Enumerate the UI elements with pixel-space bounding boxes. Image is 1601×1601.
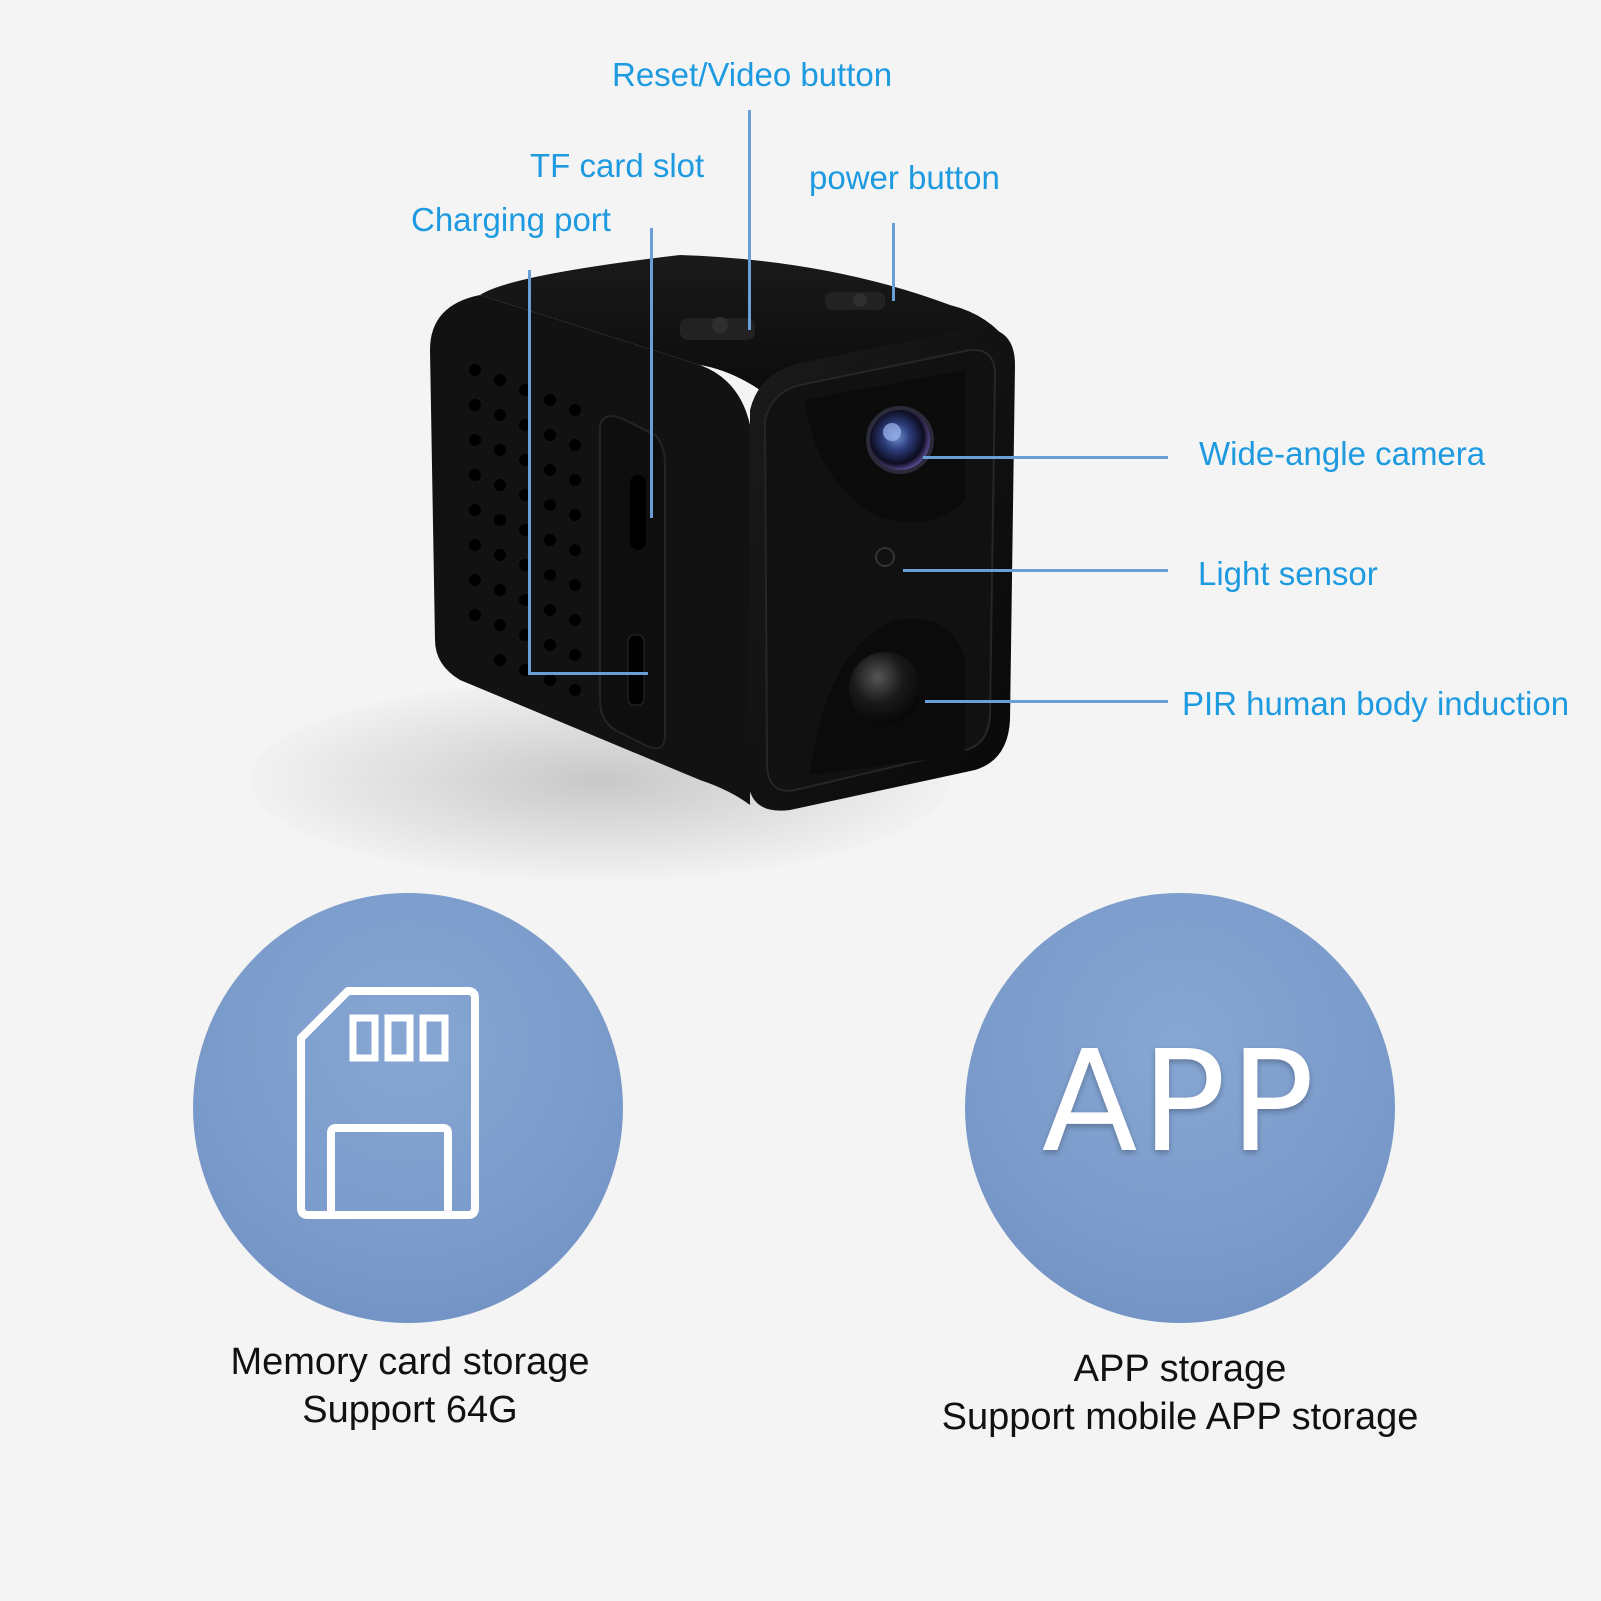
callout-wide-angle: Wide-angle camera [1199, 435, 1486, 472]
leader-wide-angle [923, 456, 1168, 459]
callout-light-sensor: Light sensor [1198, 555, 1378, 592]
app-caption-line1: APP storage [1073, 1348, 1287, 1390]
memory-caption: Memory card storage Support 64G [110, 1338, 710, 1434]
sd-card-icon [297, 987, 479, 1219]
memory-caption-line1: Memory card storage [230, 1341, 590, 1383]
callout-tf-card: TF card slot [530, 147, 705, 184]
app-caption: APP storage Support mobile APP storage [880, 1345, 1480, 1441]
leader-pir [925, 700, 1168, 703]
callout-reset-video: Reset/Video button [612, 56, 893, 93]
leader-charging-horizontal [528, 672, 648, 675]
memory-card-feature-circle [193, 893, 623, 1323]
leader-reset-video [748, 110, 751, 330]
camera-device-illustration [430, 250, 1030, 830]
app-caption-line2: Support mobile APP storage [941, 1396, 1419, 1438]
callout-power-button: power button [809, 159, 1000, 196]
leader-tf-card [650, 228, 653, 518]
callout-pir: PIR human body induction [1182, 685, 1570, 722]
app-icon-text: APP [1041, 1021, 1319, 1184]
callout-charging-port: Charging port [411, 201, 611, 238]
leader-power [892, 223, 895, 301]
leader-charging-vertical [528, 270, 531, 675]
app-feature-circle: APP [965, 893, 1395, 1323]
memory-caption-line2: Support 64G [302, 1389, 518, 1431]
leader-light-sensor [903, 569, 1168, 572]
